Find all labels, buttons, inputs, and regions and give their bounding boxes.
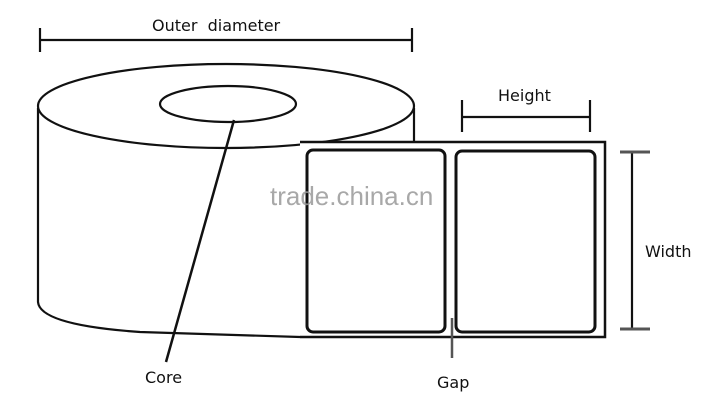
label-liner-strip — [300, 140, 607, 339]
core-pointer-line — [164, 119, 236, 363]
watermark: trade.china.cn — [270, 181, 433, 211]
gap-label: Gap — [437, 373, 469, 392]
core-label: Core — [145, 368, 182, 387]
width-label: Width — [645, 242, 691, 261]
label-2 — [454, 149, 597, 334]
width-dimension — [620, 150, 650, 331]
label-1 — [305, 148, 447, 334]
outer-diameter-label: Outer diameter — [152, 16, 281, 35]
label-roll — [36, 62, 416, 339]
outer-diameter-dimension — [38, 28, 414, 52]
height-dimension — [460, 100, 592, 132]
roll-core — [158, 84, 298, 124]
height-label: Height — [498, 86, 551, 105]
